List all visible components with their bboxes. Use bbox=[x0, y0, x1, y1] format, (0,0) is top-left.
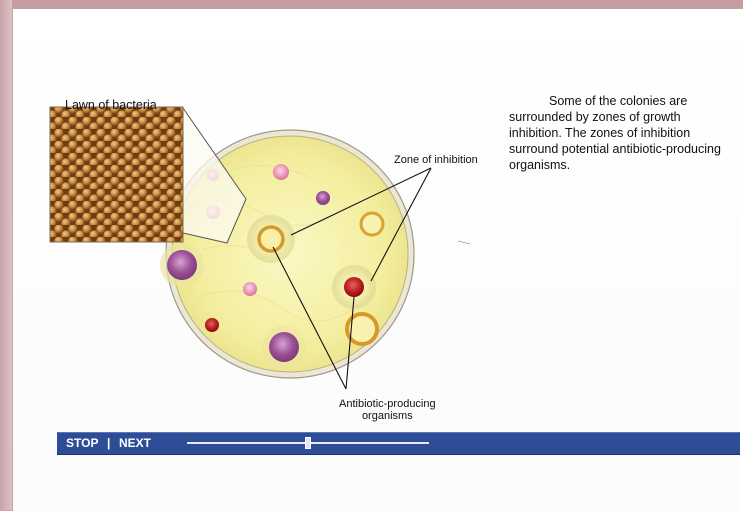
antibiotic-label-line-1: Antibiotic-producing bbox=[339, 398, 436, 410]
lesson-caption: Some of the colonies are surrounded by z… bbox=[509, 93, 735, 173]
control-separator: | bbox=[107, 436, 110, 450]
colony-pink-3 bbox=[273, 164, 289, 180]
bacteria-lawn-inset bbox=[50, 107, 183, 242]
colony-red-small bbox=[205, 318, 219, 332]
colony-purple-large-1 bbox=[167, 250, 197, 280]
antibiotic-producing-label: Antibiotic-producing organisms bbox=[339, 398, 436, 422]
colony-purple-large-2 bbox=[269, 332, 299, 362]
content-panel: Lawn of bacteria Zone of inhibition Anti… bbox=[12, 8, 743, 511]
colony-purple-small bbox=[316, 191, 330, 205]
stop-button[interactable]: STOP bbox=[66, 436, 98, 450]
progress-slider-thumb[interactable] bbox=[305, 437, 311, 449]
colony-ring-1 bbox=[361, 213, 383, 235]
frame-left-border bbox=[0, 0, 12, 510]
lawn-of-bacteria-label: Lawn of bacteria bbox=[65, 98, 157, 112]
frame-top-border bbox=[0, 0, 743, 8]
colony-pink-4 bbox=[243, 282, 257, 296]
zone-of-inhibition-label: Zone of inhibition bbox=[394, 154, 478, 166]
next-button[interactable]: NEXT bbox=[119, 436, 151, 450]
playback-control-bar: STOP | NEXT bbox=[57, 432, 740, 455]
antibiotic-colony-2 bbox=[344, 277, 364, 297]
antibiotic-colony-1 bbox=[259, 227, 283, 251]
antibiotic-label-line-2: organisms bbox=[339, 410, 436, 422]
